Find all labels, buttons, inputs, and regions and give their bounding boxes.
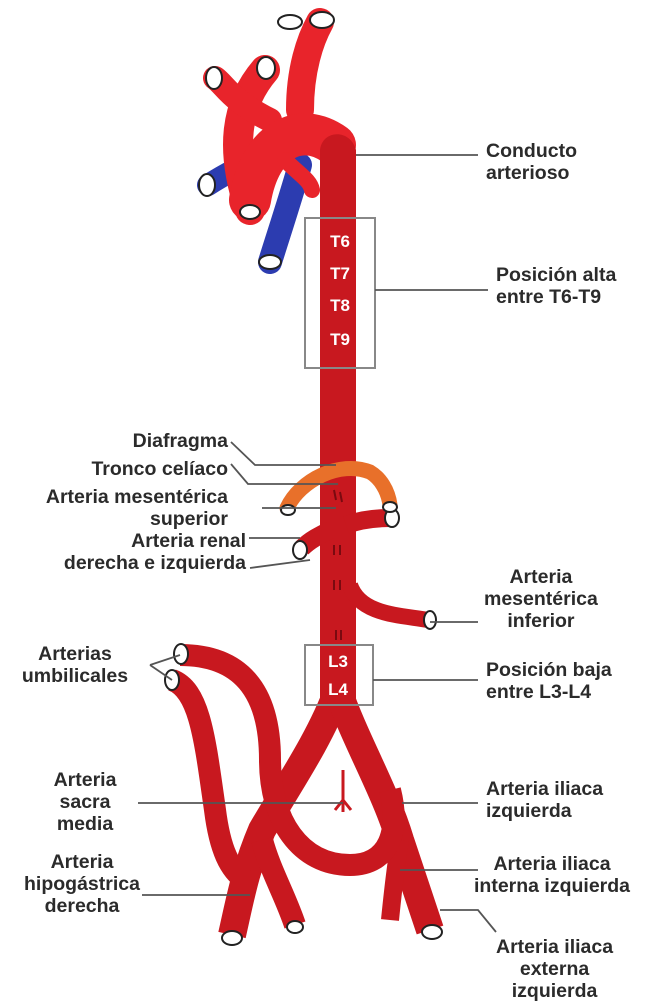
aortic-arch xyxy=(206,12,335,219)
descending-aorta xyxy=(222,134,442,945)
vertebra-t6: T6 xyxy=(320,232,360,252)
inferior-mesenteric-artery xyxy=(350,585,436,629)
label-tronco-celiaco: Tronco celíaco xyxy=(91,458,228,480)
vertebra-t8: T8 xyxy=(320,296,360,316)
vertebra-l3: L3 xyxy=(318,652,358,672)
vertebra-t7: T7 xyxy=(320,264,360,284)
vertebra-t9: T9 xyxy=(320,330,360,350)
label-diafragma: Diafragma xyxy=(133,430,228,452)
vertebra-l4: L4 xyxy=(318,680,358,700)
